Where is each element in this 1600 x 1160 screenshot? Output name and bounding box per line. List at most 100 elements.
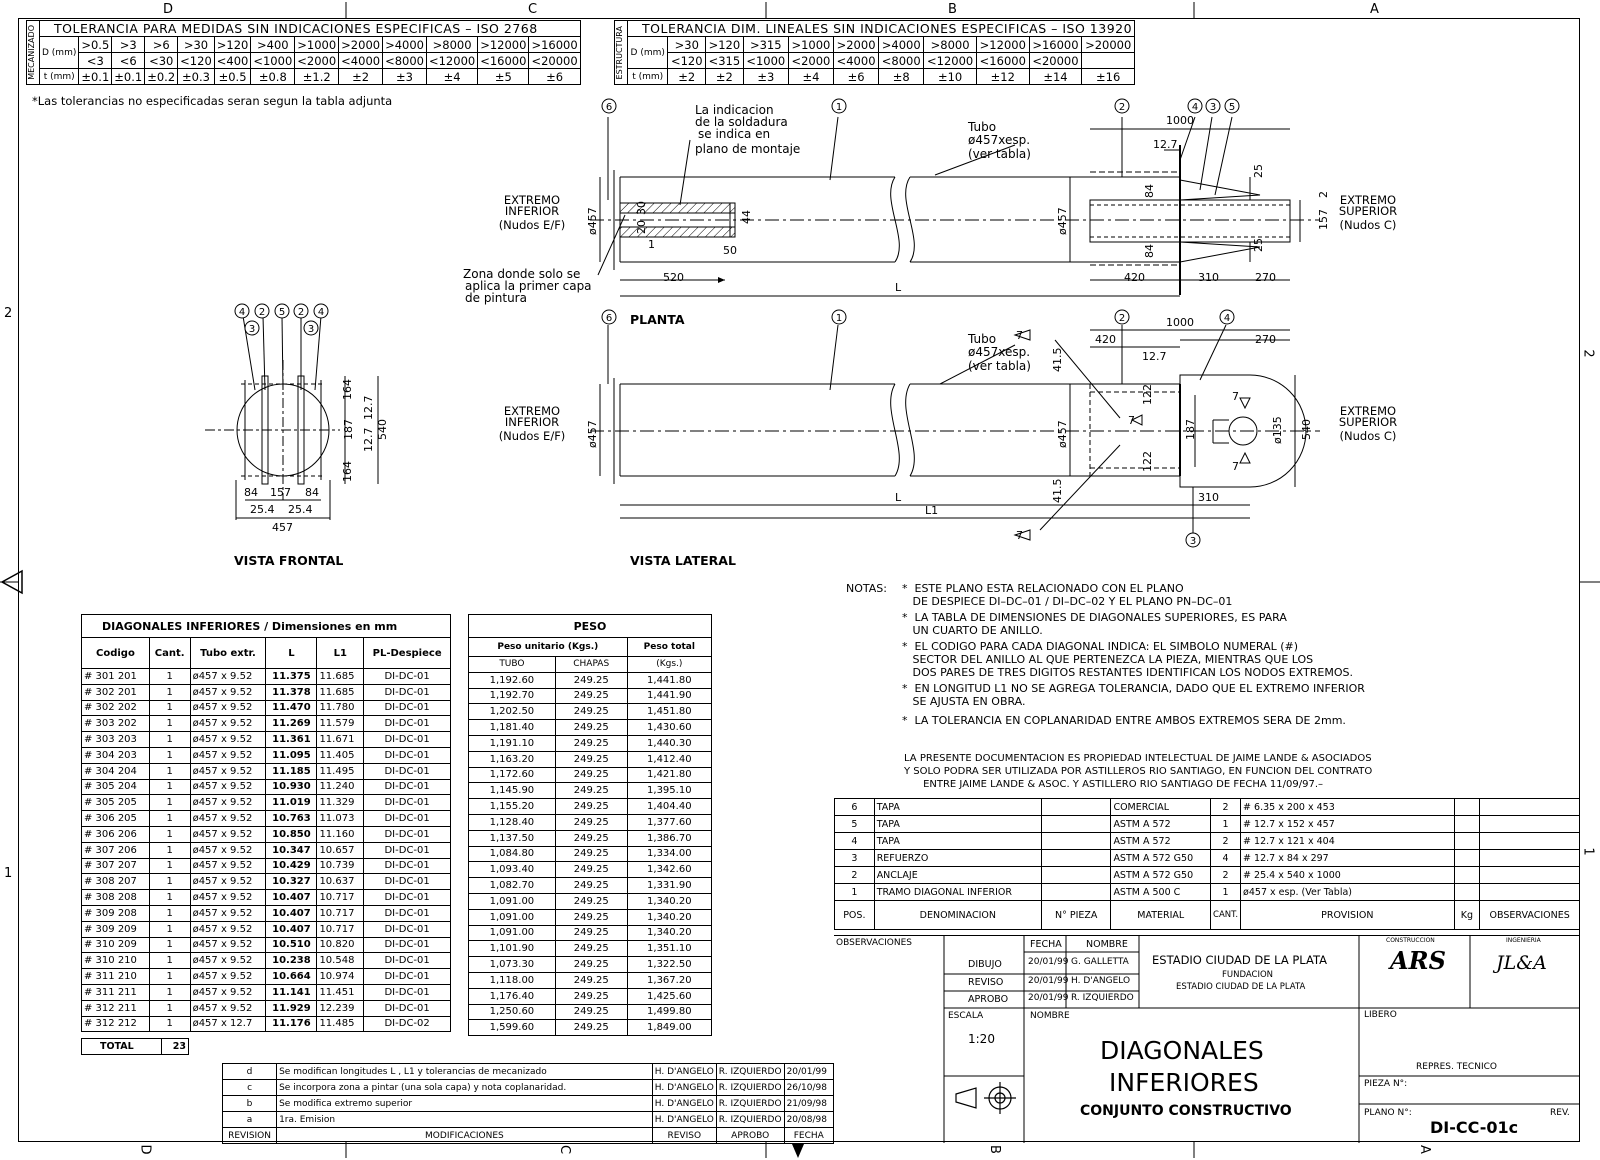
- tol-cell: <8000: [878, 52, 925, 69]
- frontal-title: VISTA FRONTAL: [234, 553, 343, 568]
- balloon-lateral-4: 4: [1224, 313, 1230, 324]
- dim-cell: 1: [148, 746, 191, 764]
- dim-cell: 1: [148, 983, 191, 1001]
- tol-cell: >16000: [1028, 36, 1083, 53]
- ext-inf-lat-1: EXTREMO: [504, 404, 560, 418]
- balloon-frontal-3a: 3: [249, 324, 255, 335]
- weight-cell: 1,421.80: [626, 766, 713, 784]
- weight-cell: 1,386.70: [626, 829, 713, 847]
- dim-planta-1000: 1000: [1166, 114, 1194, 127]
- bom-cell: [1453, 815, 1481, 833]
- dim-cell: DI-DC-01: [363, 683, 451, 701]
- bom-cell: TAPA: [873, 815, 1043, 833]
- zone-top-c: C: [528, 2, 538, 17]
- dim-cell: 11.095: [265, 746, 318, 764]
- dim-cell: # 309 209: [81, 920, 150, 938]
- bom-h-pos: POS.: [834, 900, 875, 930]
- dim-table-title: DIAGONALES INFERIORES / Dimensiones en m…: [81, 614, 451, 638]
- weight-cell: 249.25: [554, 940, 628, 958]
- note-2: * LA TABLA DE DIMENSIONES DE DIAGONALES …: [902, 611, 1287, 637]
- tol-cell: >30: [177, 36, 215, 53]
- dim-cell: 1: [148, 825, 191, 843]
- bom-cell: 1: [834, 883, 875, 901]
- dim-cell: 11.019: [265, 794, 318, 812]
- mod-h-fecha: FECHA: [783, 1127, 835, 1144]
- bom-cell: [1479, 849, 1580, 867]
- dim-col-codigo: Codigo: [81, 637, 150, 669]
- weight-cell: 1,084.80: [468, 845, 556, 863]
- tol-est-table: ESTRUCTURA TOLERANCIA DIM. LINEALES SIN …: [614, 20, 1136, 85]
- dim-cell: 11.685: [316, 683, 365, 701]
- bom-cell: ASTM A 572: [1110, 832, 1212, 850]
- dim-col-L: L: [265, 637, 318, 669]
- tol-cell: <6: [111, 52, 146, 69]
- dim-cell: 1: [148, 920, 191, 938]
- tb-dibujo-nombre: G. GALLETTA: [1071, 957, 1129, 967]
- tb-aprobo-fecha: 20/01/99: [1028, 993, 1069, 1003]
- bom-cell: [1453, 849, 1481, 867]
- dim-cell: 11.495: [316, 762, 365, 780]
- bom-h-material: MATERIAL: [1110, 900, 1212, 930]
- weight-cell: 1,441.80: [626, 671, 713, 689]
- tol-cell: ±0.1: [78, 68, 113, 85]
- weight-cell: 1,192.60: [468, 671, 556, 689]
- weld-size-lat-4: 7: [1232, 390, 1239, 403]
- lateral-balloons: [601, 309, 1235, 548]
- dim-cell: DI-DC-01: [363, 952, 451, 970]
- mod-cell: R. IZQUIERDO: [715, 1095, 785, 1112]
- weight-cell: 1,101.90: [468, 940, 556, 958]
- bom-cell: [1040, 832, 1112, 850]
- bom-cell: [1040, 866, 1112, 884]
- dim-cell: 10.429: [265, 857, 318, 875]
- dim-cell: 11.176: [265, 1015, 318, 1033]
- balloon-frontal-2a: 2: [259, 307, 265, 318]
- weight-cell: 249.25: [554, 1003, 628, 1021]
- dim-frontal-12-7b: 12.7: [362, 428, 375, 453]
- tol-mec-table: MECANIZADO TOLERANCIA PARA MEDIDAS SIN I…: [26, 20, 581, 85]
- tol-cell: ±14: [1028, 68, 1083, 85]
- tolerance-note: *Las tolerancias no especificadas seran …: [32, 94, 393, 108]
- tol-mec-block: MECANIZADO TOLERANCIA PARA MEDIDAS SIN I…: [26, 20, 581, 85]
- center-mark-bottom: [792, 1144, 804, 1158]
- weight-cell: 1,451.80: [626, 703, 713, 721]
- dim-cell: ø457 x 9.52: [189, 904, 267, 922]
- dim-cell: 10.637: [316, 873, 365, 891]
- dim-cell: 11.929: [265, 999, 318, 1017]
- dim-cell: 12.239: [316, 999, 365, 1017]
- dim-lat-135: ø135: [1271, 416, 1284, 444]
- tol-cell: ±6: [528, 68, 581, 85]
- mod-cell: Se modifican longitudes L , L1 y toleran…: [276, 1063, 653, 1080]
- dim-cell: DI-DC-01: [363, 873, 451, 891]
- bom-cell: 5: [834, 815, 875, 833]
- weight-cell: 1,093.40: [468, 861, 556, 879]
- dim-col-L1: L1: [316, 637, 365, 669]
- weight-cell: 1,192.70: [468, 687, 556, 705]
- weight-cell: 1,367.20: [626, 971, 713, 989]
- weight-cell: 249.25: [554, 924, 628, 942]
- dim-cell: ø457 x 12.7: [189, 1015, 267, 1033]
- tube-note-lat-3: (ver tabla): [968, 359, 1031, 373]
- tol-cell: >4000: [878, 36, 925, 53]
- frontal-balloons: [234, 303, 329, 336]
- mod-cell: d: [221, 1063, 278, 1080]
- dim-cell: 1: [148, 889, 191, 906]
- tb-plano-value: DI-CC-01c: [1430, 1118, 1519, 1137]
- weight-cell: 1,395.10: [626, 782, 713, 800]
- dim-cell: 1: [148, 794, 191, 812]
- dim-planta-12-7: 12.7: [1153, 138, 1178, 151]
- weight-cell: 1,599.60: [468, 1019, 556, 1037]
- dim-cell: 11.485: [316, 1015, 365, 1033]
- note-5: * LA TOLERANCIA EN COPLANARIDAD ENTRE AM…: [902, 714, 1346, 727]
- weld-note-2: de la soldadura: [695, 115, 788, 129]
